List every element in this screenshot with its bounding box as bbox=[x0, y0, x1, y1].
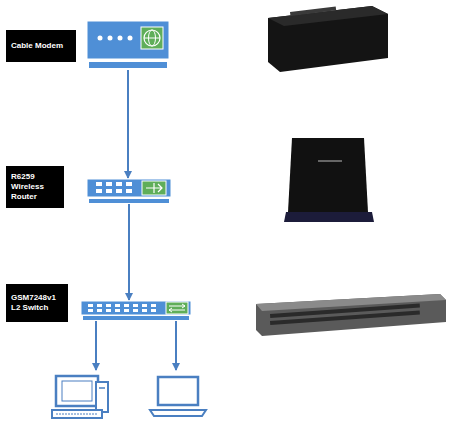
laptop-icon bbox=[150, 377, 206, 416]
device-node: Cable Modem bbox=[86, 20, 170, 70]
device-label: GSM7248v1 L2 Switch bbox=[6, 284, 68, 322]
computer-links bbox=[96, 321, 176, 370]
switch-icon bbox=[80, 300, 192, 320]
modem-icon bbox=[86, 20, 170, 70]
connector-arrow bbox=[127, 70, 129, 178]
router-icon bbox=[86, 178, 172, 204]
desktop-icon bbox=[52, 376, 108, 418]
device-label: R6259 Wireless Router bbox=[6, 166, 64, 208]
device-node: GSM7248v1 L2 Switch bbox=[80, 300, 192, 320]
device-label: Cable Modem bbox=[6, 30, 76, 62]
device-node: R6259 Wireless Router bbox=[86, 178, 172, 204]
switch-photo bbox=[256, 294, 446, 336]
connector-arrow bbox=[128, 204, 130, 300]
router-photo bbox=[284, 138, 374, 222]
modem-photo bbox=[268, 6, 388, 72]
